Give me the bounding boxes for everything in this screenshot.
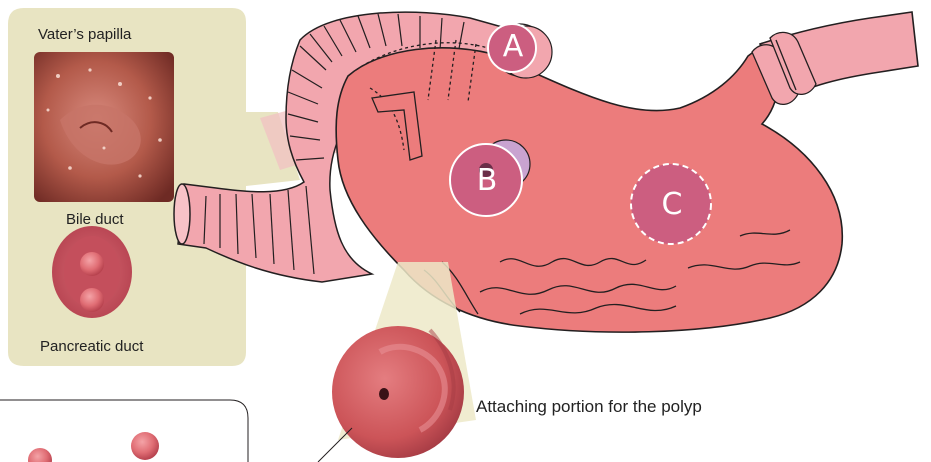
duct-model — [52, 226, 132, 318]
marker-c-label: C — [652, 190, 692, 220]
polyp-attachment-label: Attaching portion for the polyp — [476, 397, 702, 417]
vaters-papilla-label: Vater’s papilla — [38, 26, 131, 43]
polyp-closeup — [332, 326, 464, 458]
polyp-leader-line — [318, 428, 352, 462]
sample-balls — [28, 432, 159, 462]
pancreatic-duct-label: Pancreatic duct — [40, 338, 143, 355]
marker-a-label: A — [493, 32, 533, 62]
bile-duct-label: Bile duct — [66, 211, 124, 228]
marker-b-label: B — [467, 166, 507, 196]
vaters-papilla-photo — [34, 52, 174, 202]
duodenum-opening — [174, 184, 190, 244]
